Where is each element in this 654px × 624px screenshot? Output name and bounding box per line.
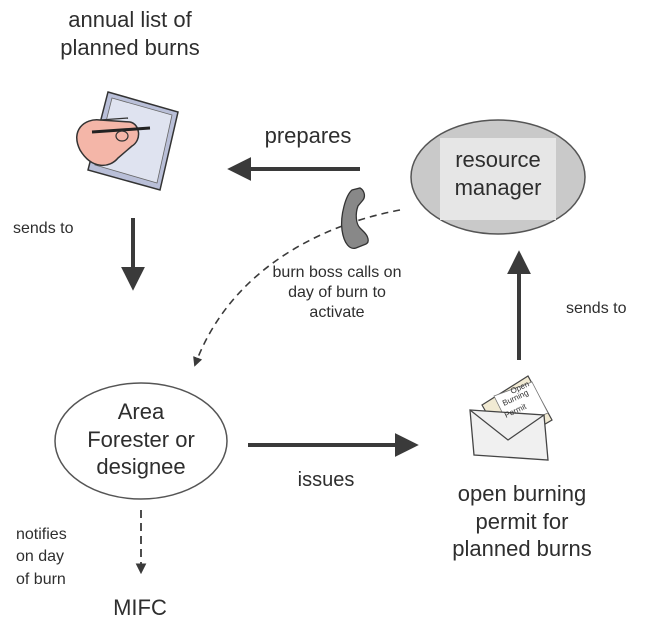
sends-to-left-label: sends to (13, 220, 74, 237)
telephone-handset-icon (340, 187, 369, 250)
writing-hand-notepad-icon (76, 91, 179, 191)
area-forester-node (54, 382, 228, 500)
sends-to-right-label: sends to (566, 300, 627, 317)
envelope-permit-icon: Open Burning Permit (469, 375, 553, 461)
mifc-label: MIFC (113, 595, 167, 620)
issues-label: issues (297, 469, 355, 491)
resource-manager-label-bg (440, 138, 556, 220)
prepares-label: prepares (264, 123, 352, 148)
burn-boss-dashed-arrow (193, 209, 401, 367)
